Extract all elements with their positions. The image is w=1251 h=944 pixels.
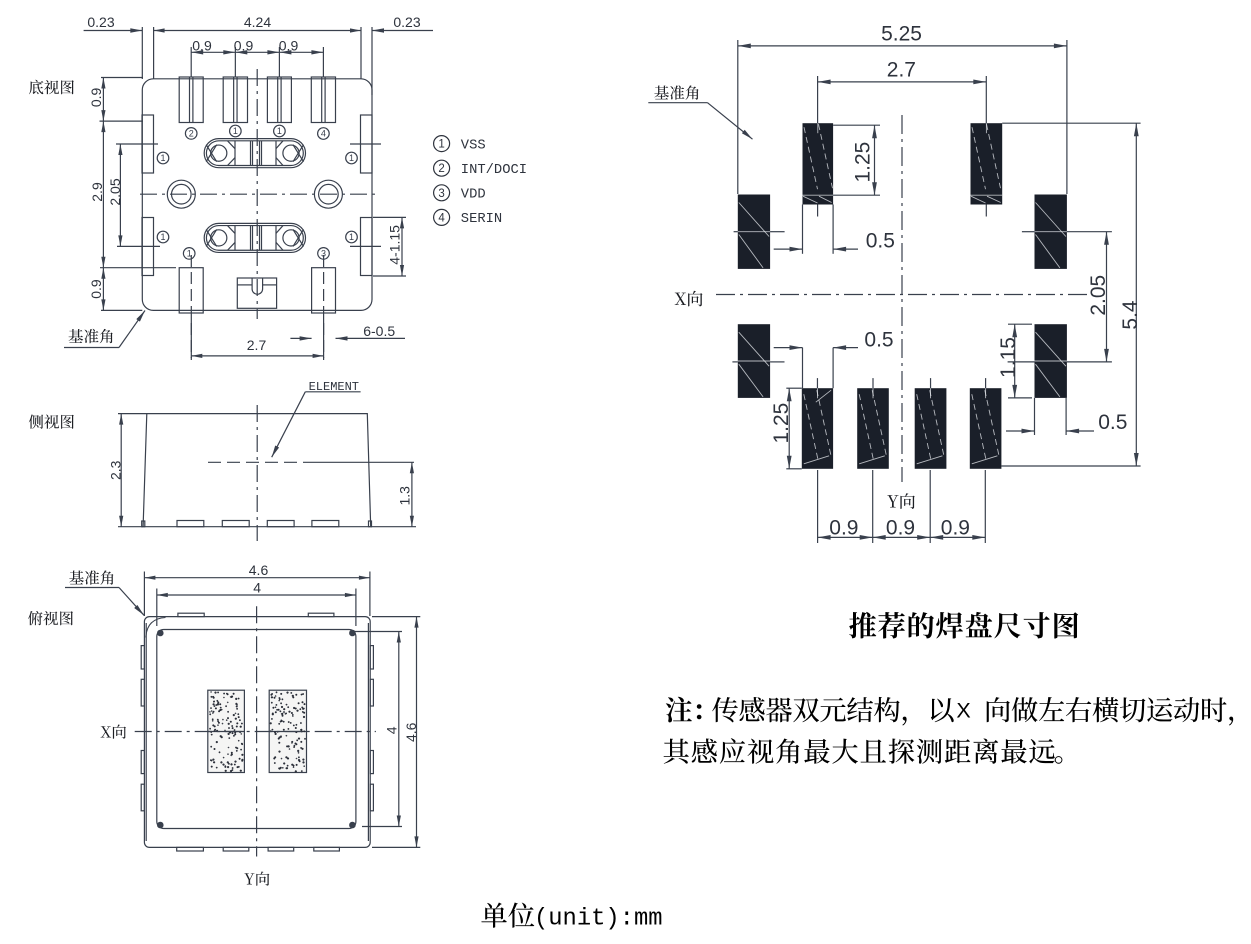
svg-text:4: 4 xyxy=(438,212,445,224)
svg-text:2.7: 2.7 xyxy=(247,337,267,353)
svg-text:5.4: 5.4 xyxy=(1119,300,1142,330)
svg-text:4: 4 xyxy=(253,579,261,595)
svg-text:0.9: 0.9 xyxy=(886,516,915,539)
svg-text:SERIN: SERIN xyxy=(461,212,502,227)
svg-text:ELEMENT: ELEMENT xyxy=(309,380,359,394)
svg-text:2: 2 xyxy=(189,129,194,139)
svg-text:6-0.5: 6-0.5 xyxy=(363,323,395,339)
svg-text:X: X xyxy=(956,699,970,723)
svg-text:1: 1 xyxy=(349,153,354,163)
svg-text:1.25: 1.25 xyxy=(770,403,793,444)
svg-text:0.9: 0.9 xyxy=(88,279,104,299)
svg-text:3: 3 xyxy=(321,249,326,259)
svg-text:1: 1 xyxy=(160,232,165,242)
svg-text:1: 1 xyxy=(349,232,354,242)
svg-text:4.6: 4.6 xyxy=(249,562,269,578)
svg-text:0.9: 0.9 xyxy=(88,87,104,107)
svg-text:0.9: 0.9 xyxy=(192,38,212,54)
svg-text:0.9: 0.9 xyxy=(829,516,858,539)
svg-text:5.25: 5.25 xyxy=(881,23,922,46)
svg-text:0.9: 0.9 xyxy=(941,516,970,539)
svg-text:2: 2 xyxy=(438,163,444,175)
svg-text:0.9: 0.9 xyxy=(279,38,299,54)
svg-text:4-1.15: 4-1.15 xyxy=(387,225,403,265)
svg-text:4: 4 xyxy=(383,726,399,734)
svg-text:2.05: 2.05 xyxy=(1087,275,1110,316)
svg-text:VDD: VDD xyxy=(461,188,486,203)
svg-text:1.25: 1.25 xyxy=(852,142,875,183)
svg-text:1: 1 xyxy=(160,153,165,163)
svg-text:1: 1 xyxy=(233,126,238,136)
svg-text:1.3: 1.3 xyxy=(396,486,412,506)
svg-text:1: 1 xyxy=(438,139,444,151)
svg-text:2.3: 2.3 xyxy=(107,460,123,480)
svg-text:1.15: 1.15 xyxy=(997,337,1020,378)
svg-text:(unit):mm: (unit):mm xyxy=(534,906,663,933)
svg-text:4.24: 4.24 xyxy=(244,14,271,30)
svg-text:0.5: 0.5 xyxy=(1098,411,1127,434)
svg-text:2.7: 2.7 xyxy=(887,59,916,82)
svg-text:0.23: 0.23 xyxy=(393,14,420,30)
svg-text:1: 1 xyxy=(277,126,282,136)
svg-text:2.05: 2.05 xyxy=(107,178,123,205)
svg-text:0.5: 0.5 xyxy=(864,329,893,352)
svg-text:0.23: 0.23 xyxy=(87,14,114,30)
svg-text:VSS: VSS xyxy=(461,138,486,153)
svg-text:4.6: 4.6 xyxy=(403,722,419,742)
svg-text:3: 3 xyxy=(438,188,444,200)
svg-text:INT/DOCI: INT/DOCI xyxy=(461,162,527,178)
svg-text:1: 1 xyxy=(187,249,192,259)
svg-text:2.9: 2.9 xyxy=(89,182,105,202)
svg-text:4: 4 xyxy=(321,129,326,139)
svg-text:0.9: 0.9 xyxy=(234,38,254,54)
svg-text:0.5: 0.5 xyxy=(866,229,895,252)
